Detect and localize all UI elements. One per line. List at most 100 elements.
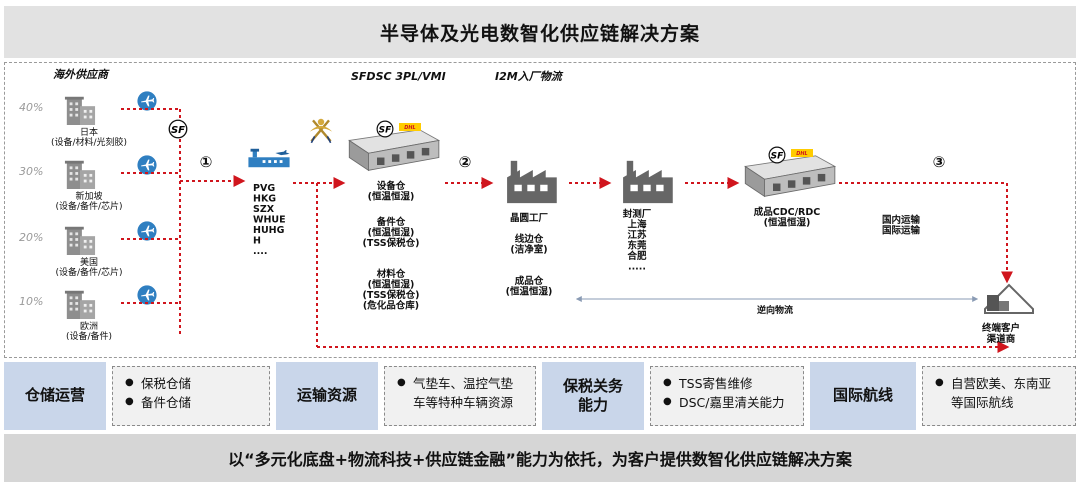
packaging-plant-icon	[623, 160, 673, 204]
title-bar: 半导体及光电数智化供应链解决方案	[4, 6, 1076, 58]
packaging-label: 合肥	[627, 250, 647, 262]
i2m-title: I2M入厂物流	[495, 70, 564, 83]
capability-item: 气垫车、温控气垫车等特种车辆资源	[397, 375, 523, 413]
warehouse-label: (恒温恒湿)	[368, 279, 415, 291]
capability-item: 自营欧美、东南亚等国际航线	[935, 375, 1063, 413]
packaging-label: 江苏	[627, 229, 647, 241]
warehouse-label: (TSS保税仓)	[363, 289, 420, 301]
bonded-warehouse-icon	[348, 129, 440, 171]
plane-icon	[137, 155, 157, 175]
airport-code: HKG	[253, 194, 276, 205]
wafer-fab-icon	[507, 160, 557, 204]
customs-icon	[308, 117, 334, 145]
airport-code: HUHG	[253, 225, 285, 236]
customer-box-icon	[987, 295, 999, 311]
plane-icon	[137, 285, 157, 305]
sf-logo-text: SF	[171, 125, 185, 136]
capability-item: 备件仓储	[125, 394, 257, 413]
step-number: ②	[459, 153, 472, 171]
transport-label: 国内运输	[882, 214, 921, 226]
supplier-share: 10%	[19, 295, 43, 308]
customer-box-icon	[999, 301, 1009, 311]
cdc-label: 成品CDC/RDC	[754, 206, 821, 218]
cdc-warehouse-icon	[744, 155, 836, 197]
warehouse-label: (TSS保税仓)	[363, 237, 420, 249]
flow-diagram: 海外供应商 SFDSC 3PL/VMI I2M入厂物流 40% 日本(设备/材料/光刻胶…	[4, 62, 1076, 358]
airport-code: SZX	[253, 204, 275, 215]
warehouse-label: (恒温恒湿)	[368, 227, 415, 239]
overseas-supplier-title: 海外供应商	[53, 68, 110, 81]
airport-code: H	[253, 236, 261, 247]
supplier-label: 欧洲	[80, 320, 98, 332]
customer-house-icon	[984, 283, 1034, 314]
cdc-label: (恒温恒湿)	[764, 217, 811, 229]
capability-box-airline: 自营欧美、东南亚等国际航线	[922, 366, 1076, 426]
packaging-label: .....	[628, 262, 646, 273]
customer-label: 渠道商	[986, 333, 1016, 345]
transport-label: 国际运输	[882, 225, 921, 237]
reverse-logistics-label: 逆向物流	[757, 304, 793, 316]
customer-label: 终端客户	[981, 322, 1020, 334]
capability-label-transport: 运输资源	[276, 362, 378, 430]
warehouse-label: 设备仓	[377, 180, 406, 192]
packaging-label: 封测厂	[623, 208, 652, 220]
capability-row: 仓储运营 保税仓储 备件仓储 运输资源 气垫车、温控气垫车等特种车辆资源 保税关…	[4, 362, 1076, 430]
plane-icon	[137, 221, 157, 241]
page-title: 半导体及光电数智化供应链解决方案	[379, 22, 700, 45]
supplier-building-icon	[64, 290, 96, 319]
fab-label: 成品仓	[515, 275, 544, 287]
supplier-label: (设备/备件)	[66, 330, 112, 342]
packaging-label: 上海	[627, 219, 647, 231]
supplier-label: 新加坡	[75, 190, 102, 202]
plane-icon	[137, 91, 157, 111]
supplier-label: (设备/备件/芯片)	[55, 266, 122, 278]
supplier-label: (设备/备件/芯片)	[55, 200, 122, 212]
capability-box-transport: 气垫车、温控气垫车等特种车辆资源	[384, 366, 536, 426]
capability-item: TSS寄售维修	[663, 375, 791, 394]
airport-code: ....	[253, 246, 267, 257]
supplier-building-icon	[64, 96, 96, 125]
warehouse-label: (危化品仓库)	[363, 300, 419, 312]
capability-item: 保税仓储	[125, 375, 257, 394]
footer-slogan: 以“多元化底盘+物流科技+供应链金融”能力为依托，为客户提供数智化供应链解决方案	[228, 450, 852, 469]
supplier-label: 日本	[80, 126, 98, 138]
capability-label-customs: 保税关务能力	[542, 362, 644, 430]
warehouse-label: (恒温恒湿)	[368, 191, 415, 203]
fab-label: 线边仓	[515, 233, 544, 245]
sfdsc-title: SFDSC 3PL/VMI	[351, 70, 446, 83]
sf-logo-text: SF	[771, 151, 784, 161]
sf-logo-text: SF	[379, 125, 392, 135]
warehouse-label: 材料仓	[376, 268, 406, 280]
supplier-building-icon	[64, 160, 96, 189]
flow-diagram-canvas: 海外供应商 SFDSC 3PL/VMI I2M入厂物流 40% 日本(设备/材料/光刻胶…	[19, 68, 1034, 353]
step-number: ③	[933, 153, 946, 171]
airport-code: PVG	[253, 183, 275, 194]
footer-bar: 以“多元化底盘+物流科技+供应链金融”能力为依托，为客户提供数智化供应链解决方案	[4, 434, 1076, 482]
airport-terminal-icon	[248, 148, 290, 168]
capability-box-customs: TSS寄售维修 DSC/嘉里清关能力	[650, 366, 804, 426]
fab-label: (恒温恒湿)	[506, 286, 553, 298]
supplier-share: 40%	[19, 101, 43, 114]
capability-item: DSC/嘉里清关能力	[663, 394, 791, 413]
dhl-logo-text: DHL	[404, 125, 415, 131]
supplier-label: (设备/材料/光刻胶)	[51, 136, 127, 148]
packaging-label: 东莞	[627, 240, 647, 252]
airport-code: WHUE	[253, 215, 286, 226]
warehouse-label: 备件仓	[376, 216, 406, 228]
dhl-badge-bg	[399, 123, 421, 131]
dhl-badge-bg	[791, 149, 813, 157]
dhl-logo: DHL	[399, 123, 421, 131]
dhl-logo-text: DHL	[796, 151, 807, 157]
sf-logo: SF	[376, 120, 394, 138]
fab-label: 晶圆工厂	[510, 213, 549, 224]
capability-label-warehouse: 仓储运营	[4, 362, 106, 430]
capability-label-airline: 国际航线	[810, 362, 916, 430]
sf-logo: SF	[168, 119, 188, 139]
step-number: ①	[200, 153, 213, 171]
sf-logo: SF	[768, 146, 786, 164]
supplier-share: 30%	[19, 165, 43, 178]
dhl-logo: DHL	[791, 149, 813, 157]
capability-box-warehouse: 保税仓储 备件仓储	[112, 366, 270, 426]
fab-label: (洁净室)	[510, 244, 547, 256]
supplier-label: 美国	[80, 256, 98, 268]
